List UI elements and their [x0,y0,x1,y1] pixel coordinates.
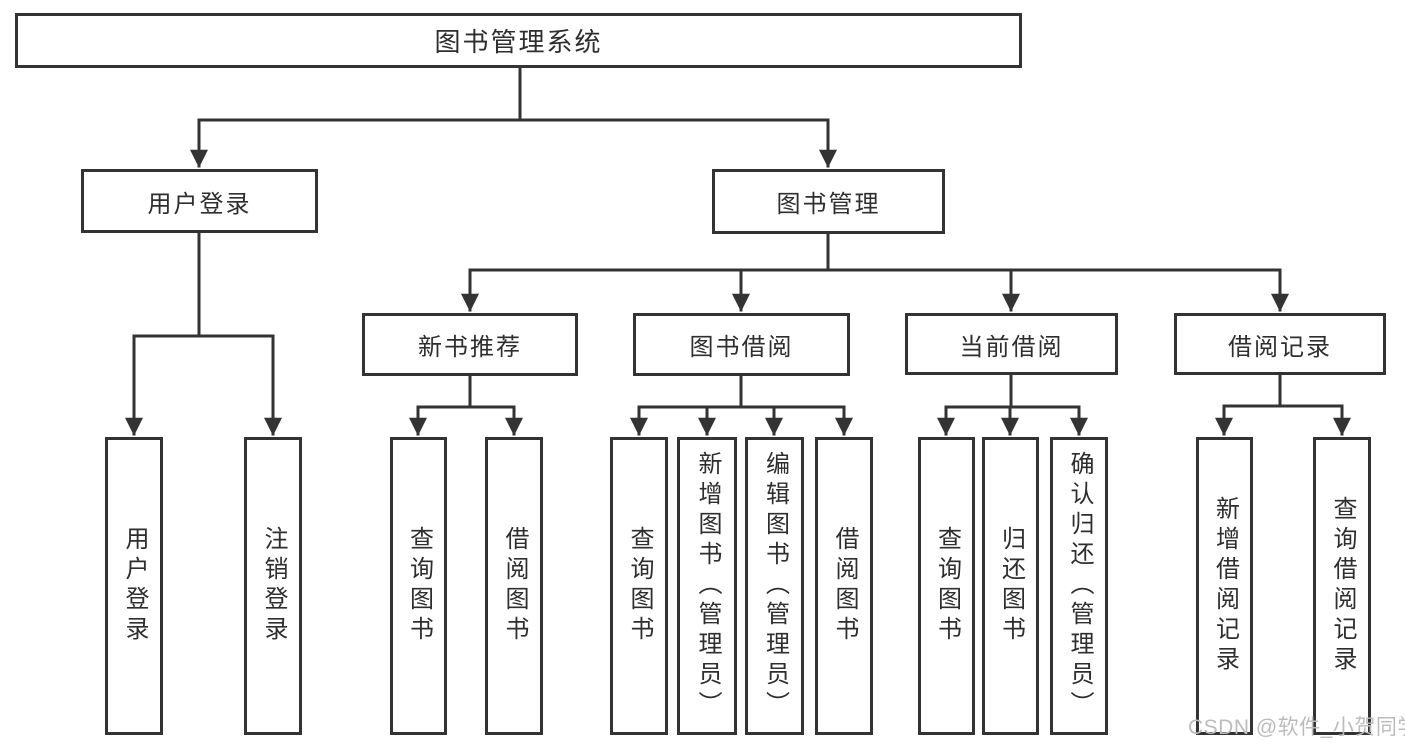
node-new-book-recommend: 新书推荐 [362,313,578,376]
node-leaf-query-books-current-label: 查询图书 [933,526,961,646]
node-user-login: 用户登录 [81,169,318,233]
node-leaf-logout: 注销登录 [244,437,302,735]
node-leaf-return-books-label: 归还图书 [997,526,1025,646]
node-root-library-system: 图书管理系统 [15,13,1022,68]
connector-current-borrow-group [937,373,1088,436]
connector-user-login-to-children [125,231,282,436]
node-book-management: 图书管理 [712,169,945,234]
node-leaf-add-book-admin-label: 新增图书（管理员） [694,451,721,721]
node-leaf-borrow-books-recommend-label: 借阅图书 [501,526,528,646]
node-book-borrow: 图书借阅 [633,313,850,376]
node-leaf-query-books-borrow: 查询图书 [610,437,668,735]
node-new-book-recommend-label: 新书推荐 [418,334,522,361]
csdn-watermark: CSDN @软件_小贺同学 [1188,716,1405,739]
connector-new-book-group [409,374,523,436]
node-leaf-query-borrow-record-label: 查询借阅记录 [1329,496,1356,676]
node-leaf-confirm-return-admin-label: 确认归还（管理员） [1066,451,1093,721]
node-root-label: 图书管理系统 [434,27,603,57]
node-leaf-query-books-recommend: 查询图书 [390,437,447,735]
connector-borrow-record-group [1215,373,1351,436]
node-leaf-add-borrow-record: 新增借阅记录 [1196,437,1253,735]
node-leaf-edit-book-admin: 编辑图书（管理员） [745,437,804,735]
connector-root-to-level2 [190,66,837,168]
node-leaf-add-borrow-record-label: 新增借阅记录 [1211,496,1239,676]
node-current-borrow: 当前借阅 [905,313,1118,375]
node-book-management-label: 图书管理 [776,191,881,218]
node-leaf-confirm-return-admin: 确认归还（管理员） [1050,437,1108,735]
node-leaf-logout-label: 注销登录 [260,526,287,646]
node-leaf-edit-book-admin-label: 编辑图书（管理员） [761,451,789,721]
node-leaf-query-books-current: 查询图书 [918,437,975,735]
connector-book-mgmt-to-level3 [461,232,1289,312]
node-leaf-borrow-books-recommend: 借阅图书 [485,437,543,735]
node-leaf-login: 用户登录 [105,437,163,735]
node-leaf-add-book-admin: 新增图书（管理员） [677,437,737,735]
node-borrow-record: 借阅记录 [1174,313,1386,375]
connector-book-borrow-group [630,374,853,436]
node-leaf-login-label: 用户登录 [121,526,148,646]
node-book-borrow-label: 图书借阅 [689,334,794,361]
node-user-login-label: 用户登录 [147,190,252,218]
node-leaf-query-books-recommend-label: 查询图书 [405,526,433,646]
node-current-borrow-label: 当前借阅 [959,333,1064,361]
node-borrow-record-label: 借阅记录 [1228,333,1332,361]
node-leaf-borrow-books: 借阅图书 [815,437,873,735]
node-leaf-query-books-borrow-label: 查询图书 [626,526,653,646]
node-leaf-return-books: 归还图书 [982,437,1039,735]
node-leaf-query-borrow-record: 查询借阅记录 [1313,437,1371,735]
node-leaf-borrow-books-label: 借阅图书 [831,526,858,646]
